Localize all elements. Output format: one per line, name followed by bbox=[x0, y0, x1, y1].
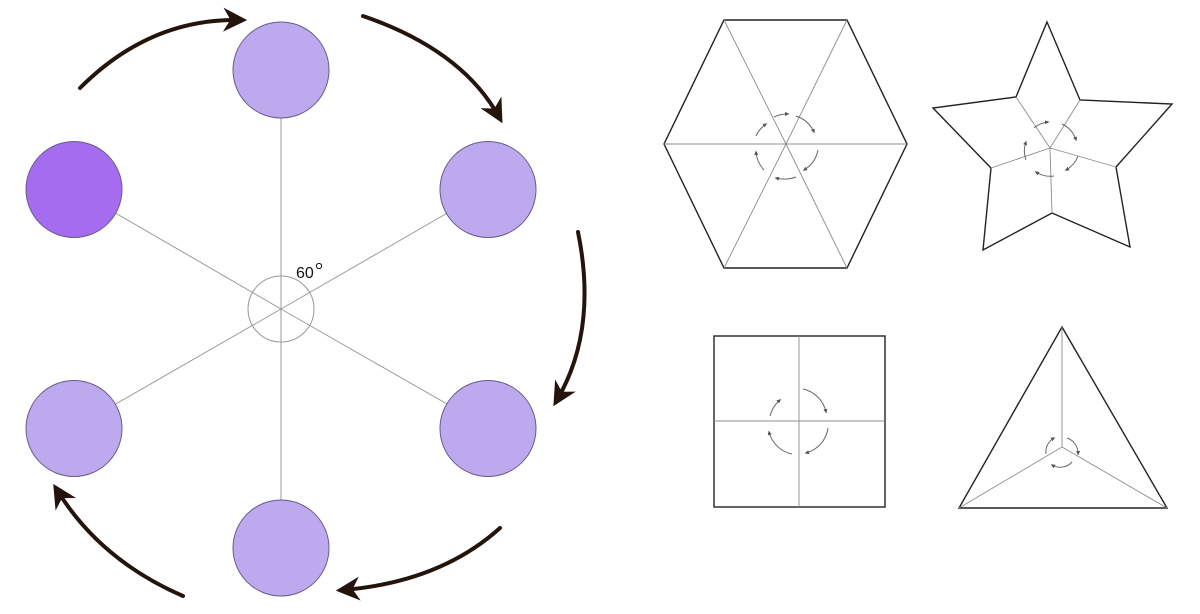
triangle-outline bbox=[957, 325, 1169, 509]
angle-marker: 60 bbox=[296, 262, 323, 282]
square-rotation-arrows bbox=[767, 388, 829, 455]
square-outline bbox=[713, 335, 886, 508]
circle-top bbox=[232, 21, 330, 119]
star-figure bbox=[931, 20, 1174, 252]
circle-rotation-figure: 60 bbox=[25, 7, 587, 601]
square-figure bbox=[713, 335, 886, 508]
degree-symbol bbox=[315, 262, 323, 270]
rotation-arrows bbox=[53, 7, 587, 601]
circle-upper-right bbox=[439, 141, 537, 238]
center-angle-ring bbox=[247, 275, 315, 343]
star-outline bbox=[931, 20, 1174, 252]
rotation-arrow-2 bbox=[361, 14, 503, 124]
hexagon-rotation-arrows bbox=[754, 111, 819, 181]
circle-upper-left-highlighted bbox=[25, 141, 123, 238]
circle-bottom bbox=[232, 499, 330, 597]
hexagon-figure bbox=[663, 19, 908, 269]
spokes bbox=[73, 70, 490, 547]
rotation-arrow-1 bbox=[78, 7, 248, 90]
circle-group bbox=[25, 21, 537, 597]
triangle-rotation-arrows bbox=[1045, 437, 1081, 469]
angle-label: 60 bbox=[296, 265, 314, 282]
rotation-arrow-4 bbox=[335, 526, 502, 601]
rotation-arrow-3 bbox=[553, 230, 587, 407]
triangle-figure bbox=[957, 325, 1169, 509]
star-rotation-arrows bbox=[1023, 120, 1079, 177]
circle-lower-left bbox=[25, 380, 123, 477]
rotation-arrow-5 bbox=[53, 483, 185, 598]
circle-lower-right bbox=[439, 380, 537, 477]
